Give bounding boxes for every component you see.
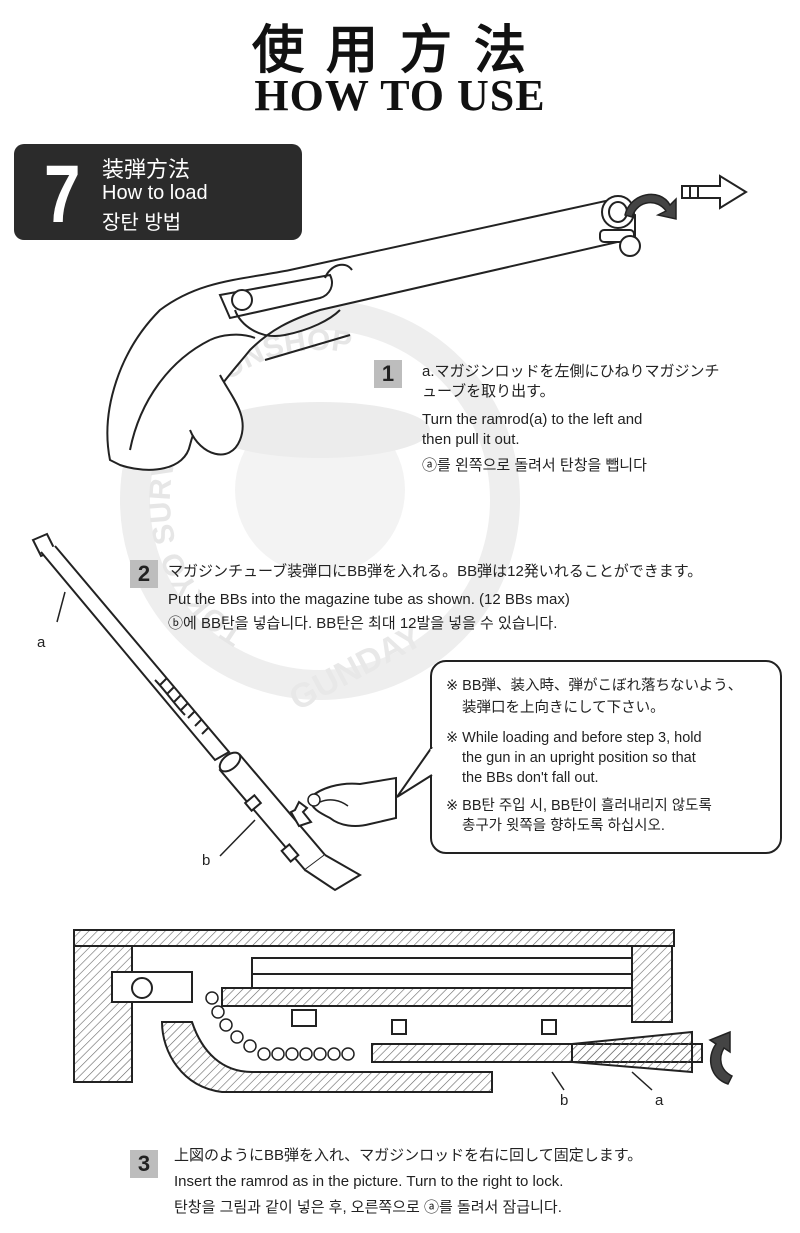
- note-jp-line1: ※ BB弾、装入時、弾がこぼれ落ちないよう、: [446, 678, 743, 694]
- step3-en: Insert the ramrod as in the picture. Tur…: [174, 1173, 564, 1190]
- step2-ko: ⓑ에 BB탄을 넣습니다. BB탄은 최대 12발을 넣을 수 있습니다.: [168, 615, 558, 632]
- cross-section-diagram: [73, 929, 703, 1093]
- note-en-line1: ※ While loading and before step 3, hold: [446, 730, 702, 746]
- section-header: 7 装弾方法 How to load 장탄 방법: [14, 144, 302, 240]
- section-number: 7: [44, 149, 81, 240]
- step3-ko: 탄창을 그림과 같이 넣은 후, 오른쪽으로 ⓐ를 돌려서 잠급니다.: [174, 1199, 562, 1216]
- label-a-bottom: a: [655, 1092, 664, 1109]
- arrow-down-icon: [289, 800, 313, 828]
- page-title-en: HOW TO USE: [254, 71, 546, 120]
- magazine-tube-illustration: [31, 532, 362, 892]
- pistol-illustration: [106, 195, 641, 471]
- note-callout: ※ BB弾、装入時、弾がこぼれ落ちないよう、 装弾口を上向きにして下さい。 ※ …: [430, 660, 782, 854]
- section-title-ko: 장탄 방법: [102, 212, 182, 234]
- step3-jp: 上図のようにBB弾を入れ、マガジンロッドを右に回して固定します。: [174, 1147, 643, 1164]
- step1-jp-line1: a.マガジンロッドを左側にひねりマガジンチ: [422, 363, 720, 380]
- step1-ko: ⓐ를 왼쪽으로 돌려서 탄창을 뺍니다: [422, 457, 647, 474]
- arrow-right-icon: [681, 174, 748, 210]
- step1-en-line2: then pull it out.: [422, 431, 520, 448]
- note-en-line3: the BBs don't fall out.: [462, 770, 599, 786]
- page-title-jp: 使用方法: [251, 23, 548, 80]
- section-title-jp: 装弾方法: [102, 157, 191, 182]
- callout-pointer: [396, 746, 434, 798]
- section-title-en: How to load: [102, 182, 208, 204]
- step1-badge: 1: [374, 360, 402, 388]
- note-ko-line2: 총구가 윗쪽을 향하도록 하십시오.: [462, 818, 665, 834]
- hand-icon: [307, 776, 397, 827]
- step1-en-line1: Turn the ramrod(a) to the left and: [422, 411, 643, 428]
- note-jp-line2: 装弾口を上向きにして下さい。: [462, 700, 665, 716]
- label-b-middle: b: [202, 852, 211, 869]
- label-a-top: a: [37, 634, 46, 651]
- step2-en: Put the BBs into the magazine tube as sh…: [168, 591, 570, 608]
- rotate-arrow-icon-bottom: [708, 1030, 734, 1085]
- label-b-bottom: b: [560, 1092, 569, 1109]
- rotate-arrow-icon: [624, 193, 677, 220]
- step2-badge: 2: [130, 560, 158, 588]
- note-en-line2: the gun in an upright position so that: [462, 750, 696, 766]
- step1-jp-line2: ューブを取り出す。: [422, 383, 555, 400]
- step2-jp: マガジンチューブ装弾口にBB弾を入れる。BB弾は12発いれることができます。: [168, 563, 703, 580]
- step3-badge: 3: [130, 1150, 158, 1178]
- note-ko-line1: ※ BB탄 주입 시, BB탄이 흘러내리지 않도록: [446, 798, 712, 814]
